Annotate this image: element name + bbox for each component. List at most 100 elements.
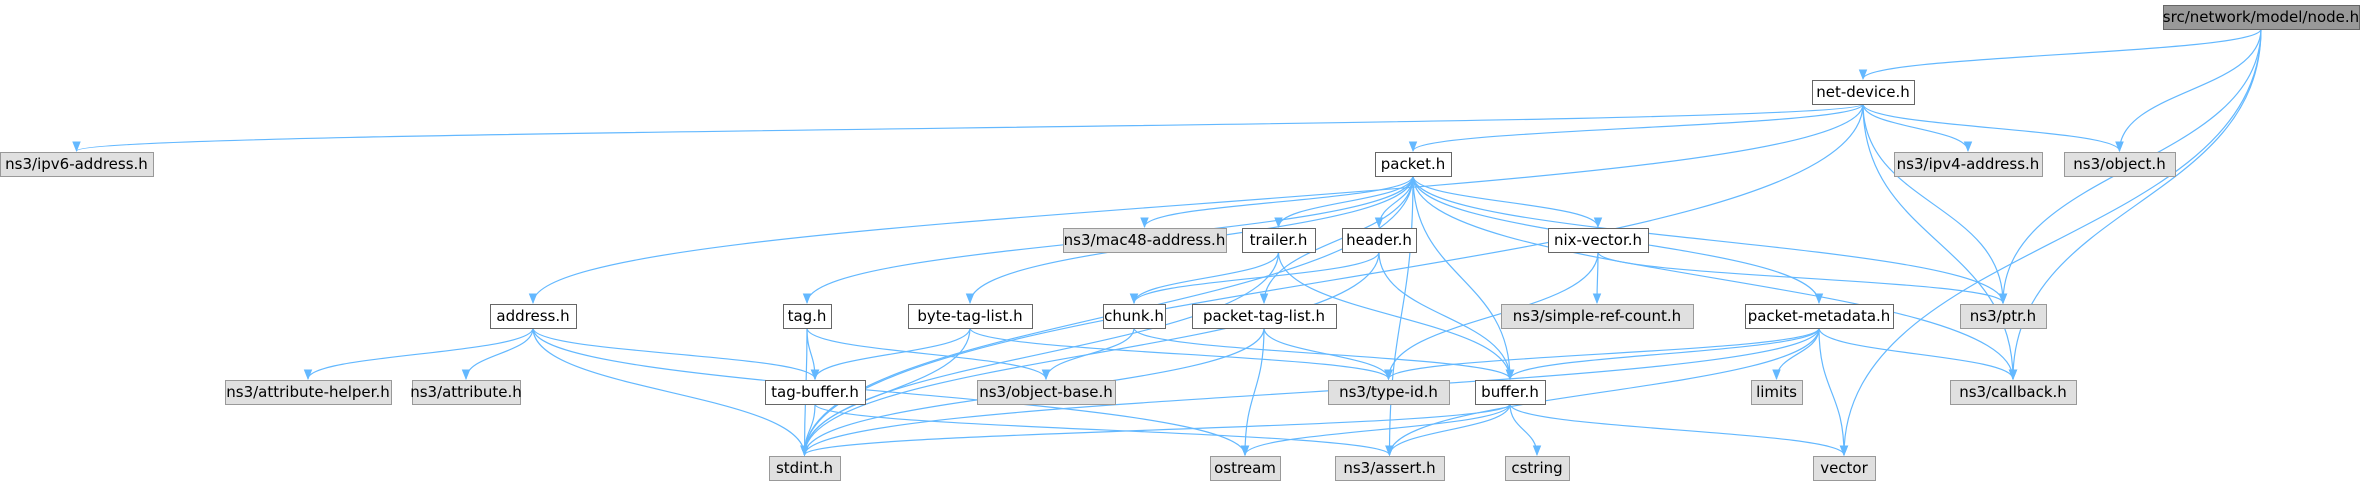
node-label: packet-tag-list.h: [1203, 307, 1325, 325]
edge-packet_h-to-assert_h: [1385, 175, 1414, 457]
node-ptr-h: ns3/ptr.h: [1960, 304, 2047, 329]
node-mac48-address: ns3/mac48-address.h: [1063, 228, 1227, 253]
edge-net_device_h-to-stdint_h: [800, 103, 1864, 457]
edge-net_device_h-to-ptr_h: [1862, 103, 2008, 305]
node-box: [412, 380, 521, 405]
node-label: nix-vector.h: [1554, 231, 1642, 249]
node-label: vector: [1820, 459, 1868, 477]
edge-packet_h-to-packet_tag_list_h: [1259, 175, 1414, 305]
node-box: [1813, 456, 1876, 481]
node-tag-buffer-h[interactable]: tag-buffer.h: [765, 380, 866, 405]
edge-net_device_h-to-object_h: [1862, 103, 2124, 153]
edge-packet_h-to-trailer_h: [1274, 175, 1414, 229]
edge-header_h-to-chunk_h: [1129, 251, 1380, 305]
edge-buffer_h-to-cstring: [1509, 403, 1542, 457]
node-object-base: ns3/object-base.h: [977, 380, 1116, 405]
edge-header_h-to-buffer_h: [1378, 251, 1515, 381]
node-label: packet.h: [1381, 155, 1446, 173]
edge-packet_h-to-ptr_h: [1412, 175, 2008, 305]
node-box: [1375, 152, 1452, 177]
node-packet-tag-list-h[interactable]: packet-tag-list.h: [1192, 304, 1337, 329]
edge-byte_tag_list_h-to-tag_buffer_h: [810, 327, 971, 381]
node-label: tag-buffer.h: [771, 383, 859, 401]
node-simple-ref-count: ns3/simple-ref-count.h: [1501, 304, 1694, 329]
node-label: trailer.h: [1250, 231, 1308, 249]
edge-packet_h-to-callback_h: [1412, 175, 2018, 381]
edge-packet_metadata_h-to-vector: [1818, 327, 1849, 457]
node-box: [977, 380, 1116, 405]
edge-tag_h-to-object_base: [806, 327, 1051, 381]
edge-node_h-to-callback_h: [2008, 28, 2262, 381]
node-net-device-h[interactable]: net-device.h: [1812, 80, 1915, 105]
node-limits: limits: [1751, 380, 1803, 405]
node-label: cstring: [1511, 459, 1562, 477]
node-box: [1812, 80, 1915, 105]
node-label: stdint.h: [776, 459, 833, 477]
node-buffer-h[interactable]: buffer.h: [1475, 380, 1546, 405]
node-box: [1950, 380, 2077, 405]
node-box: [2064, 152, 2176, 177]
node-box: [2163, 5, 2360, 30]
edge-node_h-to-object_h: [2115, 28, 2262, 153]
edge-net_device_h-to-ipv6_address: [72, 103, 1864, 153]
edge-packet_tag_list_h-to-ostream: [1240, 327, 1265, 457]
node-attribute-h: ns3/attribute.h: [410, 380, 522, 405]
node-label: ns3/attribute-helper.h: [226, 383, 389, 401]
node-box: [1335, 456, 1445, 481]
node-label: chunk.h: [1104, 307, 1164, 325]
node-trailer-h[interactable]: trailer.h: [1242, 228, 1316, 253]
node-label: ns3/attribute.h: [410, 383, 522, 401]
edge-address_h-to-ostream: [532, 327, 1250, 457]
node-label: address.h: [496, 307, 569, 325]
edge-tag_buffer_h-to-assert_h: [814, 403, 1394, 457]
node-box: [1342, 228, 1417, 253]
node-tag-h[interactable]: tag.h: [783, 304, 832, 329]
node-nix-vector-h[interactable]: nix-vector.h: [1548, 228, 1649, 253]
node-label: ostream: [1214, 459, 1276, 477]
node-box: [0, 152, 154, 177]
node-label: src/network/model/node.h: [2163, 8, 2359, 26]
node-box: [225, 380, 392, 405]
edge-net_device_h-to-packet_h: [1408, 103, 1864, 153]
node-box: [783, 304, 832, 329]
edge-node_h-to-vector: [1839, 28, 2262, 457]
node-label: ns3/type-id.h: [1339, 383, 1438, 401]
edge-packet_metadata_h-to-type_id: [1384, 327, 1820, 381]
node-box: [1328, 380, 1450, 405]
edge-packet_metadata_h-to-assert_h: [1385, 327, 1820, 457]
edge-buffer_h-to-ostream: [1240, 403, 1511, 457]
node-label: buffer.h: [1481, 383, 1539, 401]
edge-packet_tag_list_h-to-type_id: [1263, 327, 1393, 381]
node-packet-metadata-h[interactable]: packet-metadata.h: [1745, 304, 1894, 329]
node-label: net-device.h: [1816, 83, 1910, 101]
node-attribute-helper: ns3/attribute-helper.h: [225, 380, 392, 405]
node-label: ns3/ipv4-address.h: [1897, 155, 2040, 173]
edge-trailer_h-to-chunk_h: [1129, 251, 1280, 305]
node-header-h[interactable]: header.h: [1342, 228, 1417, 253]
node-box: [1548, 228, 1649, 253]
edge-buffer_h-to-stdint_h: [800, 403, 1511, 457]
node-label: tag.h: [788, 307, 827, 325]
edge-packet_metadata_h-to-buffer_h: [1505, 327, 1820, 381]
node-chunk-h[interactable]: chunk.h: [1103, 304, 1166, 329]
node-address-h[interactable]: address.h: [490, 304, 577, 329]
node-ostream: ostream: [1210, 456, 1281, 481]
node-ipv4-address: ns3/ipv4-address.h: [1894, 152, 2043, 177]
node-box: [1210, 456, 1281, 481]
node-box: [769, 456, 841, 481]
node-stdint-h: stdint.h: [769, 456, 841, 481]
node-box: [1894, 152, 2043, 177]
edge-address_h-to-stdint_h: [532, 327, 809, 457]
node-label: packet-metadata.h: [1748, 307, 1891, 325]
node-byte-tag-list-h[interactable]: byte-tag-list.h: [908, 304, 1033, 329]
node-label: ns3/object-base.h: [979, 383, 1113, 401]
node-packet-h[interactable]: packet.h: [1375, 152, 1452, 177]
node-box: [1501, 304, 1694, 329]
edge-nix_vector_h-to-ptr_h: [1597, 251, 2008, 305]
node-box: [1475, 380, 1546, 405]
node-callback-h: ns3/callback.h: [1950, 380, 2077, 405]
node-ipv6-address: ns3/ipv6-address.h: [0, 152, 154, 177]
edge-net_device_h-to-callback_h: [1862, 103, 2018, 381]
node-box: [1063, 228, 1227, 253]
node-label: ns3/simple-ref-count.h: [1513, 307, 1681, 325]
